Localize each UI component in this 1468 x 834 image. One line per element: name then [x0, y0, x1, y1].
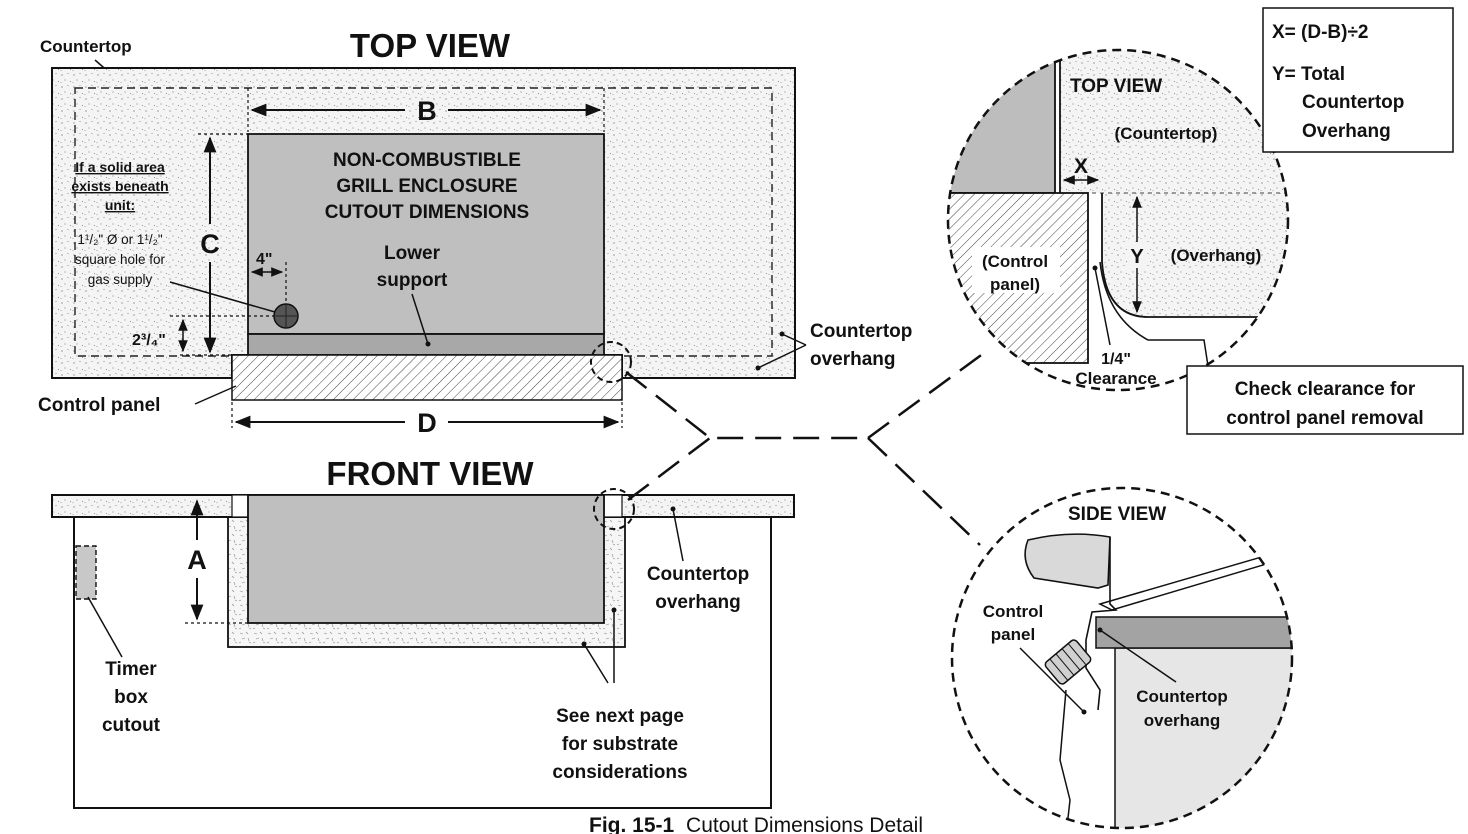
overhang-line-2: overhang [810, 349, 896, 370]
front-view: FRONT VIEW A Timer box cutout Countertop… [51, 455, 795, 809]
control-knob-icon [1044, 639, 1092, 685]
timer-line-2: box [114, 687, 148, 708]
formula-line-1: X= (D-B)÷2 [1272, 22, 1368, 43]
side-overhang-line-1: Countertop [1136, 687, 1228, 706]
formula-line-3: Countertop [1302, 92, 1404, 113]
top-view: TOP VIEW Countertop B C If a solid area … [38, 27, 912, 438]
dimension-c-label: C [200, 229, 220, 259]
solid-area-line-2: exists beneath [71, 178, 168, 194]
front-detail-callout-circle [593, 488, 635, 530]
formula-line-4: Overhang [1302, 121, 1391, 142]
dimension-a-label: A [187, 545, 207, 575]
substrate-line-3: considerations [552, 762, 687, 783]
formula-line-2: Y= Total [1272, 64, 1345, 85]
clearance-value: 1/4" [1101, 351, 1131, 368]
lower-support-line-2: support [377, 270, 448, 291]
clearance-label: Clearance [1075, 369, 1156, 388]
front-view-title: FRONT VIEW [326, 455, 534, 492]
detail-countertop-label: (Countertop) [1115, 124, 1218, 143]
dimension-x-label: X [1074, 155, 1088, 178]
hole-line-3: gas supply [88, 272, 153, 287]
detail-control-line-2: panel) [990, 275, 1040, 294]
check-clearance-note: Check clearance for control panel remova… [1186, 365, 1464, 435]
hole-line-1: 1¹/₂" Ø or 1¹/₂" [77, 232, 163, 247]
grill-body [247, 494, 605, 624]
side-control-line-1: Control [983, 602, 1043, 621]
overhang-line-1: Countertop [810, 321, 912, 342]
detail-top-title: TOP VIEW [1070, 76, 1162, 97]
control-panel-label: Control panel [38, 395, 160, 416]
front-overhang-line-1: Countertop [647, 564, 749, 585]
cutout-line-1: NON-COMBUSTIBLE [333, 150, 521, 171]
cutout-line-2: GRILL ENCLOSURE [336, 176, 517, 197]
solid-area-line-3: unit: [105, 197, 135, 213]
timer-line-1: Timer [105, 659, 157, 680]
detail-top-circle [946, 48, 1290, 392]
detail-side-title: SIDE VIEW [1068, 504, 1166, 525]
side-countertop-slab [1095, 616, 1292, 649]
solid-area-line-1: If a solid area [75, 159, 165, 175]
check-line-1: Check clearance for [1235, 379, 1416, 400]
hole-leader [169, 281, 283, 315]
detail-control-line-1: (Control [982, 252, 1048, 271]
formula-box: X= (D-B)÷2 Y= Total Countertop Overhang [1262, 7, 1454, 153]
check-line-2: control panel removal [1226, 408, 1423, 429]
control-panel [231, 354, 623, 401]
callout-connectors [625, 348, 989, 546]
side-control-line-2: panel [991, 625, 1035, 644]
figure-title: Cutout Dimensions Detail [686, 814, 923, 834]
timer-box-cutout [75, 545, 97, 600]
dimension-b-label: B [417, 96, 437, 126]
figure-number: Fig. 15-1 [589, 814, 675, 834]
front-overhang-line-2: overhang [655, 592, 741, 613]
dimension-2-3-4-label: 2³/₄" [132, 332, 166, 349]
cutout-line-3: CUTOUT DIMENSIONS [325, 202, 529, 223]
hole-line-2: square hole for [75, 252, 166, 267]
lid-handle [1024, 533, 1111, 589]
detail-overhang-label: (Overhang) [1171, 246, 1262, 265]
lower-support-line-1: Lower [384, 243, 441, 264]
substrate-line-2: for substrate [562, 734, 678, 755]
figure-caption: Fig. 15-1 Cutout Dimensions Detail [589, 814, 923, 834]
dimension-y-label: Y [1130, 246, 1144, 268]
top-view-title: TOP VIEW [350, 27, 511, 64]
timer-line-3: cutout [102, 715, 161, 736]
substrate-line-1: See next page [556, 706, 684, 727]
dimension-4in-label: 4" [256, 251, 272, 268]
countertop-label: Countertop [40, 37, 132, 56]
top-detail-callout-circle [590, 341, 632, 383]
detail-top-view: TOP VIEW (Countertop) X Y (Overhang) (Co… [946, 48, 1290, 392]
dimension-d-label: D [417, 408, 437, 438]
side-overhang-line-2: overhang [1144, 711, 1221, 730]
detail-side-circle [950, 486, 1294, 830]
detail-side-view: SIDE VIEW Control panel Countertop overh… [950, 486, 1294, 830]
